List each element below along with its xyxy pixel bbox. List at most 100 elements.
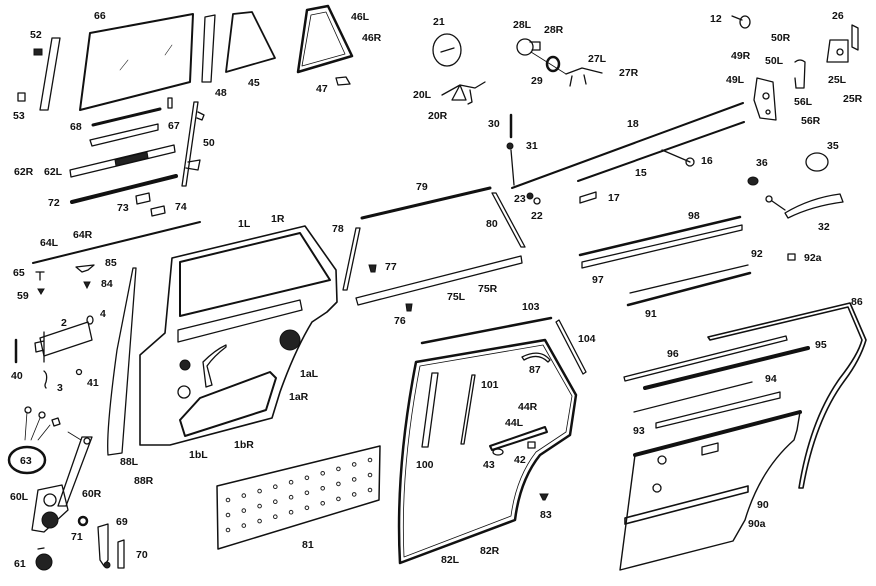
callout-1bL[interactable]: 1bL xyxy=(189,449,208,461)
callout-49R[interactable]: 49R xyxy=(731,50,751,62)
part-59-clip[interactable] xyxy=(37,288,45,295)
callout-98[interactable]: 98 xyxy=(688,210,700,222)
part-75-moulding[interactable] xyxy=(355,255,523,306)
part-61-spring[interactable] xyxy=(35,547,53,571)
callout-20L[interactable]: 20L xyxy=(413,89,432,101)
callout-49L[interactable]: 49L xyxy=(726,74,745,86)
part-84-clip[interactable] xyxy=(83,281,91,290)
part-76-clip[interactable] xyxy=(405,303,413,312)
callout-25L[interactable]: 25L xyxy=(828,74,847,86)
part-18-cable[interactable] xyxy=(510,102,744,189)
callout-1R[interactable]: 1R xyxy=(271,213,285,225)
part-23-nut[interactable] xyxy=(526,192,534,200)
callout-93[interactable]: 93 xyxy=(633,425,645,437)
part-32-outer-handle[interactable] xyxy=(765,193,844,219)
callout-56R[interactable]: 56R xyxy=(801,115,821,127)
part-100-channel[interactable] xyxy=(421,372,439,448)
part-62-lift-rail[interactable] xyxy=(69,144,176,178)
callout-90a[interactable]: 90a xyxy=(748,518,766,530)
part-83-clip[interactable] xyxy=(539,493,549,501)
callout-46L[interactable]: 46L xyxy=(351,11,370,23)
callout-81[interactable]: 81 xyxy=(302,539,314,551)
callout-90[interactable]: 90 xyxy=(757,499,769,511)
callout-22[interactable]: 22 xyxy=(531,210,543,222)
part-27-lock-lever[interactable] xyxy=(530,51,603,87)
callout-31[interactable]: 31 xyxy=(526,140,538,152)
part-67-clip[interactable] xyxy=(167,97,173,109)
callout-28L[interactable]: 28L xyxy=(513,19,532,31)
part-lift-channel[interactable] xyxy=(89,123,159,147)
part-74-clip[interactable] xyxy=(150,205,166,217)
callout-60R[interactable]: 60R xyxy=(82,488,102,500)
callout-68[interactable]: 68 xyxy=(70,121,82,133)
callout-60L[interactable]: 60L xyxy=(10,491,29,503)
part-44-handle[interactable] xyxy=(489,426,548,451)
part-56-bracket[interactable] xyxy=(794,59,806,89)
callout-21[interactable]: 21 xyxy=(433,16,445,28)
part-97-strip[interactable] xyxy=(581,224,743,269)
callout-56L[interactable]: 56L xyxy=(794,96,813,108)
part-104-strip[interactable] xyxy=(555,319,587,375)
part-35-bezel[interactable] xyxy=(805,152,829,172)
part-26-shim[interactable] xyxy=(851,24,859,51)
callout-41[interactable]: 41 xyxy=(87,377,99,389)
part-52-rail[interactable] xyxy=(33,37,61,111)
callout-92a[interactable]: 92a xyxy=(804,252,822,264)
callout-12[interactable]: 12 xyxy=(710,13,722,25)
callout-30[interactable]: 30 xyxy=(488,118,500,130)
part-94-strip[interactable] xyxy=(633,381,753,413)
callout-27L[interactable]: 27L xyxy=(588,53,607,65)
part-88-seal[interactable] xyxy=(107,267,137,456)
part-50-guide[interactable] xyxy=(181,101,205,187)
callout-18[interactable]: 18 xyxy=(627,118,639,130)
part-43-cap[interactable] xyxy=(492,448,504,456)
callout-87[interactable]: 87 xyxy=(529,364,541,376)
callout-95[interactable]: 95 xyxy=(815,339,827,351)
callout-62R[interactable]: 62R xyxy=(14,166,34,178)
part-64-strip[interactable] xyxy=(32,221,201,264)
callout-32[interactable]: 32 xyxy=(818,221,830,233)
callout-94[interactable]: 94 xyxy=(765,373,777,385)
part-81-panel[interactable] xyxy=(216,445,381,550)
callout-82R[interactable]: 82R xyxy=(480,545,500,557)
callout-77[interactable]: 77 xyxy=(385,261,397,273)
part-80-strip[interactable] xyxy=(491,192,526,248)
callout-25R[interactable]: 25R xyxy=(843,93,863,105)
part-103-strip[interactable] xyxy=(420,316,553,345)
part-42-cover[interactable] xyxy=(527,441,536,449)
part-45-quarter-glass[interactable] xyxy=(225,11,276,73)
callout-44L[interactable]: 44L xyxy=(505,417,524,429)
part-86-seal[interactable] xyxy=(707,302,867,489)
part-4-cap[interactable] xyxy=(86,315,94,325)
callout-104[interactable]: 104 xyxy=(578,333,596,345)
callout-3[interactable]: 3 xyxy=(57,382,63,394)
part-31-nut[interactable] xyxy=(506,142,514,150)
part-65-clip[interactable] xyxy=(35,271,45,281)
callout-80[interactable]: 80 xyxy=(486,218,498,230)
part-95-strip[interactable] xyxy=(643,346,810,390)
part-12-screw[interactable] xyxy=(731,15,751,29)
callout-71[interactable]: 71 xyxy=(71,531,83,543)
callout-85[interactable]: 85 xyxy=(105,257,117,269)
callout-65[interactable]: 65 xyxy=(13,267,25,279)
part-22-washer[interactable] xyxy=(533,197,541,205)
part-48-channel[interactable] xyxy=(201,14,216,83)
part-92a-clip[interactable] xyxy=(787,253,796,261)
callout-79[interactable]: 79 xyxy=(416,181,428,193)
part-60-regulator[interactable] xyxy=(31,431,93,533)
part-72-seal[interactable] xyxy=(70,174,178,204)
callout-44R[interactable]: 44R xyxy=(518,401,538,413)
callout-62L[interactable]: 62L xyxy=(44,166,63,178)
part-82-door-seal[interactable] xyxy=(397,338,578,565)
part-1-door-shell[interactable] xyxy=(139,225,338,446)
part-98-strip[interactable] xyxy=(578,215,742,257)
callout-27R[interactable]: 27R xyxy=(619,67,639,79)
part-70-knob[interactable] xyxy=(117,539,125,569)
part-79-seal[interactable] xyxy=(360,186,492,220)
callout-86[interactable]: 86 xyxy=(851,296,863,308)
part-73-clip[interactable] xyxy=(135,192,151,205)
callout-67[interactable]: 67 xyxy=(168,120,180,132)
part-68-strip[interactable] xyxy=(91,107,162,127)
callout-92[interactable]: 92 xyxy=(751,248,763,260)
part-47-clip[interactable] xyxy=(335,76,351,86)
